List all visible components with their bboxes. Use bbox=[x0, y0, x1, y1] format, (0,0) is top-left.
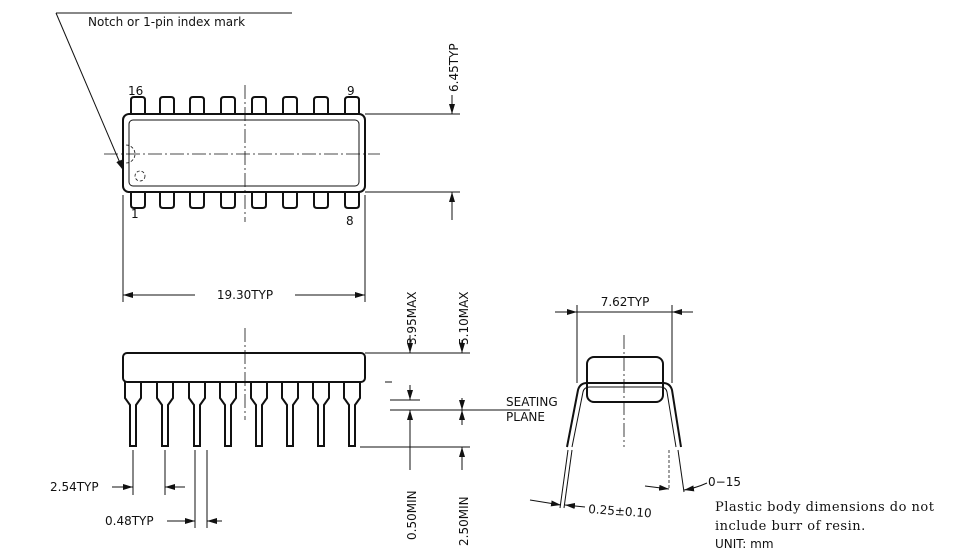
end-view: 7.62TYP 0.25±0.10 0−15 bbox=[529, 295, 741, 520]
pin-label-16: 16 bbox=[128, 84, 143, 98]
pin-bottom-1 bbox=[130, 192, 146, 209]
pitch-dimension: 2.54TYP bbox=[50, 480, 99, 494]
plane-label: PLANE bbox=[506, 410, 545, 424]
pin-label-9: 9 bbox=[347, 84, 355, 98]
pin-top-16 bbox=[130, 96, 146, 114]
side-lead-7 bbox=[312, 382, 330, 447]
note-line-2: include burr of resin. bbox=[715, 519, 866, 534]
lead-thickness-dimension: 0.25±0.10 bbox=[588, 502, 652, 520]
package-body-side bbox=[122, 352, 366, 383]
pin-top-9 bbox=[344, 96, 360, 114]
pin-label-8: 8 bbox=[346, 214, 354, 228]
pin-top-14 bbox=[189, 96, 205, 114]
width-dimension: 6.45TYP bbox=[447, 43, 461, 92]
standoff-dimension: 0.50MIN bbox=[405, 490, 419, 540]
note-line-1: Plastic body dimensions do not bbox=[715, 500, 935, 515]
lead-angle-dimension: 0−15 bbox=[708, 475, 741, 489]
side-leads bbox=[124, 382, 361, 447]
pin-bottom-5 bbox=[251, 192, 267, 209]
package-body-end bbox=[586, 356, 664, 403]
seating-label: SEATING bbox=[506, 395, 558, 409]
top-view: Notch or 1-pin index mark 16 9 1 8 6.45T… bbox=[55, 12, 461, 302]
body-height-dimension: 3.95MAX bbox=[405, 291, 419, 345]
side-lead-4 bbox=[219, 382, 237, 447]
side-lead-3 bbox=[188, 382, 206, 447]
pin-label-1: 1 bbox=[131, 207, 139, 221]
length-dimension: 19.30TYP bbox=[217, 288, 273, 302]
pin-bottom-2 bbox=[159, 192, 175, 209]
side-view: 3.95MAX 0.50MIN 5.10MAX 2.50MIN SEATING … bbox=[50, 291, 558, 546]
pin-bottom-7 bbox=[313, 192, 329, 209]
side-lead-1 bbox=[124, 382, 142, 447]
pin-top-13 bbox=[220, 96, 236, 114]
pin-bottom-3 bbox=[189, 192, 205, 209]
side-lead-8 bbox=[343, 382, 361, 447]
pin-top-15 bbox=[159, 96, 175, 114]
pin-top-11 bbox=[282, 96, 298, 114]
pin-top-10 bbox=[313, 96, 329, 114]
unit-note: UNIT: mm bbox=[715, 537, 774, 551]
pin-bottom-8 bbox=[344, 192, 360, 209]
side-lead-6 bbox=[281, 382, 299, 447]
side-lead-5 bbox=[250, 382, 268, 447]
notes: Plastic body dimensions do not include b… bbox=[715, 500, 935, 551]
pin-bottom-4 bbox=[220, 192, 236, 209]
pin-top-12 bbox=[251, 96, 267, 114]
index-mark-label: Notch or 1-pin index mark bbox=[88, 15, 245, 29]
total-height-dimension: 5.10MAX bbox=[457, 291, 471, 345]
end-leads bbox=[566, 382, 682, 448]
row-spacing-dimension: 7.62TYP bbox=[601, 295, 650, 309]
side-lead-2 bbox=[156, 382, 174, 447]
lead-length-dimension: 2.50MIN bbox=[457, 496, 471, 546]
pin1-index-mark bbox=[134, 170, 146, 182]
pin-bottom-6 bbox=[282, 192, 298, 209]
package-body-top bbox=[122, 113, 366, 193]
lead-width-dimension: 0.48TYP bbox=[105, 514, 154, 528]
top-pins bbox=[130, 96, 360, 209]
